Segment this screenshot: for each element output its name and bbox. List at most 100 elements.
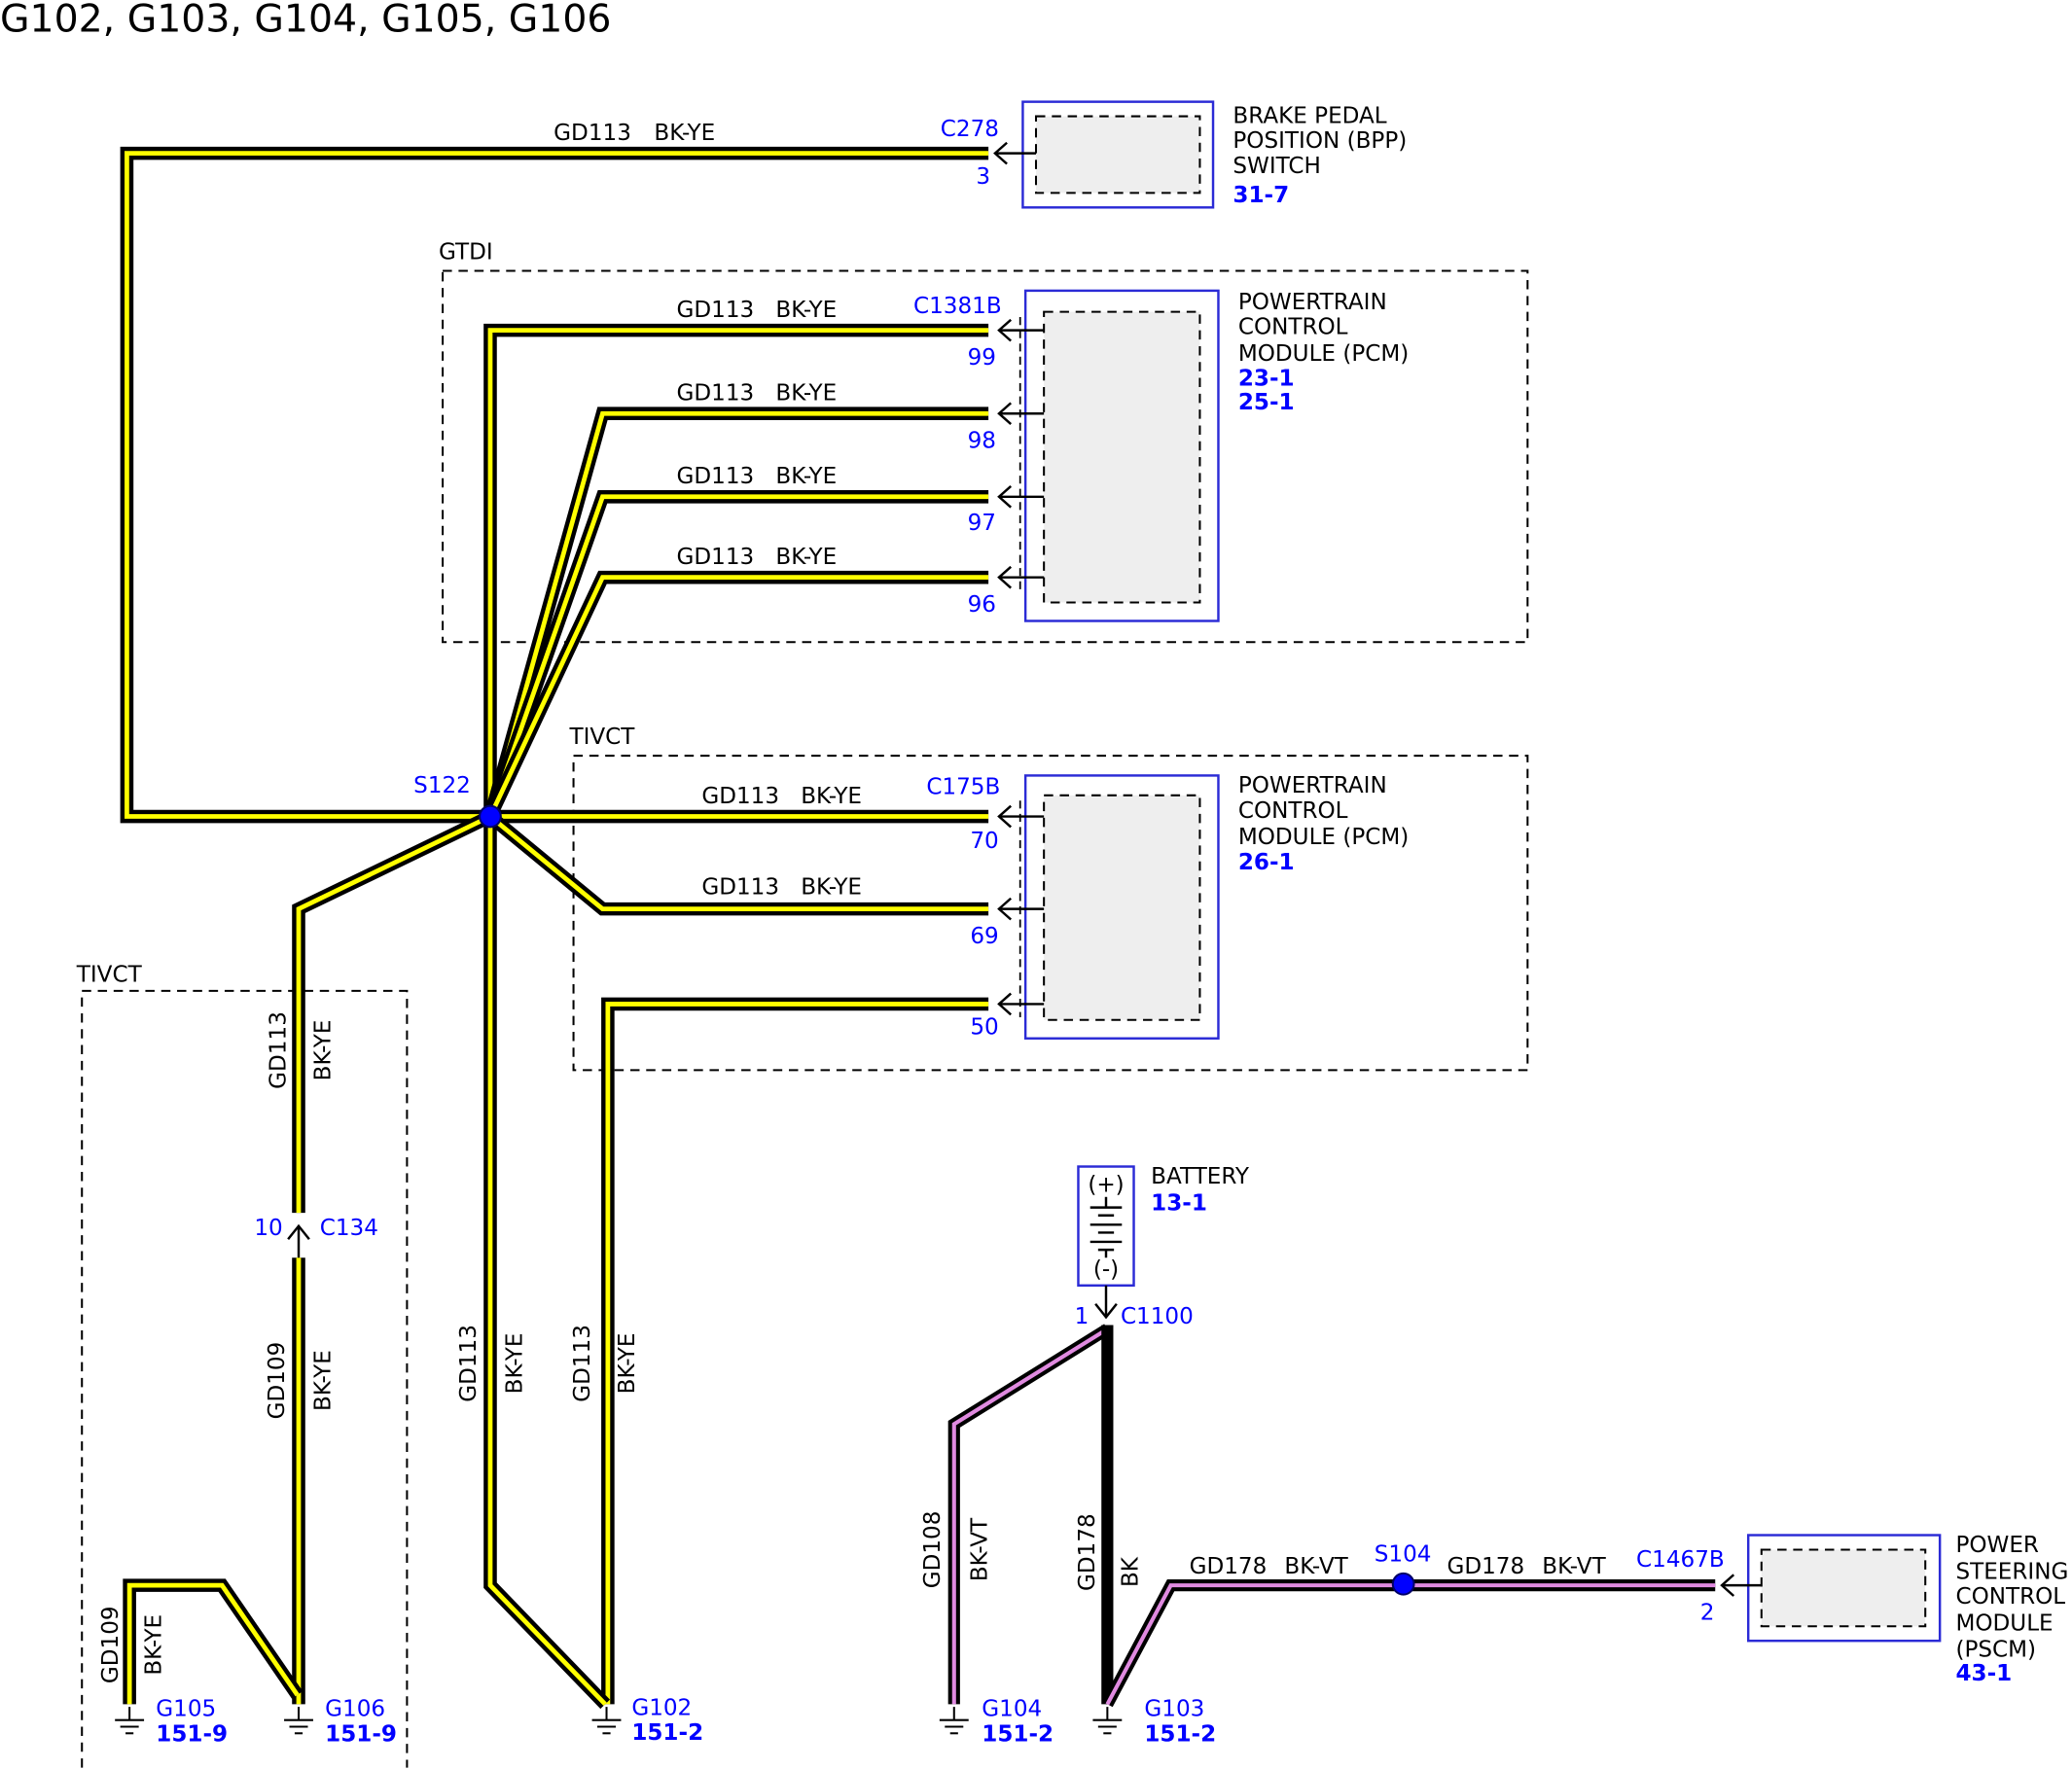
ground-name: G105 bbox=[156, 1697, 216, 1722]
zone-tivct-pcm-label: TIVCT bbox=[568, 725, 635, 750]
connector-c134-label: C134 bbox=[320, 1216, 378, 1241]
terminal-chevron bbox=[997, 485, 1013, 509]
page-reference: 25-1 bbox=[1238, 390, 1295, 415]
pscm: C1467B 2 POWER STEERING CONTROL MODULE (… bbox=[1636, 1533, 2068, 1686]
wire-pcm-pin-69-to-s122 bbox=[485, 811, 989, 916]
pcm-tivct: C175B 70 69 50 POWERTRAIN CONTROL MODULE… bbox=[926, 773, 1409, 1041]
wire-color-label: BK-YE bbox=[503, 1333, 528, 1395]
wire-circuit-label: GD109 bbox=[98, 1606, 124, 1683]
component-name-line: POWERTRAIN bbox=[1238, 290, 1387, 315]
pin-number: 10 bbox=[254, 1216, 282, 1241]
zone-gtdi-boundary bbox=[442, 269, 1529, 644]
wire-tracer-stripe bbox=[125, 151, 989, 819]
page-reference: 13-1 bbox=[1151, 1190, 1207, 1216]
splice-s104-node bbox=[1391, 1572, 1415, 1596]
ground-symbol-icon bbox=[115, 1707, 145, 1735]
wire-color-label: BK-YE bbox=[775, 464, 837, 489]
page-reference: 151-2 bbox=[982, 1721, 1054, 1747]
page-reference: 43-1 bbox=[1955, 1661, 2012, 1686]
wire-g105-to-g106 bbox=[123, 1578, 304, 1705]
component-name-line: MODULE (PCM) bbox=[1238, 341, 1409, 367]
connector-c1467b-label: C1467B bbox=[1636, 1547, 1725, 1573]
pin-number: 1 bbox=[1075, 1304, 1090, 1329]
wire-tracer-stripe bbox=[951, 1327, 1109, 1705]
page-reference: 151-9 bbox=[156, 1721, 228, 1747]
wire-color-label: BK-YE bbox=[775, 381, 837, 407]
wire-tracer-stripe bbox=[487, 494, 989, 818]
wire-color-label: BK-YE bbox=[801, 784, 862, 809]
wire-g103-to-s104 bbox=[1101, 1579, 1404, 1708]
wire-color-label: BK-YE bbox=[775, 545, 837, 570]
component-name-line: STEERING bbox=[1955, 1559, 2068, 1584]
ground-g102: G102 151-2 bbox=[591, 1695, 703, 1746]
wire-color-label: BK-VT bbox=[1284, 1554, 1348, 1579]
wire-pcm-pin-96-to-s122 bbox=[483, 570, 989, 820]
page-reference: 151-9 bbox=[325, 1721, 397, 1747]
connector-c1381b-label: C1381B bbox=[913, 294, 1002, 319]
wire-circuit-label: GD178 bbox=[1190, 1554, 1268, 1579]
wire-circuit-label: GD113 bbox=[570, 1325, 595, 1402]
zone-tivct-ground-boundary bbox=[81, 989, 409, 1768]
pin-number: 2 bbox=[1700, 1600, 1715, 1625]
wire-color-label: BK-YE bbox=[654, 121, 715, 146]
ground-g105: G105 151-9 bbox=[115, 1697, 228, 1747]
pin-number: 3 bbox=[976, 164, 990, 190]
wire-tracer-stripe bbox=[487, 575, 989, 818]
ground-g104: G104 151-2 bbox=[939, 1697, 1054, 1747]
wire-pcm-pin-50-to-g102 bbox=[601, 997, 989, 1705]
connector-c1100-label: C1100 bbox=[1121, 1304, 1194, 1329]
ground-name: G102 bbox=[631, 1695, 692, 1720]
battery-negative-terminal: (-) bbox=[1093, 1256, 1119, 1282]
pin-number: 99 bbox=[968, 345, 996, 371]
wire-circuit-label: GD108 bbox=[920, 1511, 946, 1589]
wire-circuit-label: GD113 bbox=[701, 875, 779, 901]
wire-pcm-pin-98-to-s122 bbox=[483, 407, 989, 819]
ground-name: G103 bbox=[1144, 1697, 1204, 1722]
zone-gtdi-label: GTDI bbox=[439, 239, 493, 265]
wire-color-label: BK-YE bbox=[615, 1333, 640, 1395]
ground-name: G106 bbox=[325, 1697, 385, 1722]
component-name-line: SWITCH bbox=[1232, 154, 1321, 179]
pin-number: 50 bbox=[970, 1015, 998, 1041]
terminal-chevron bbox=[997, 318, 1013, 342]
page-reference: 31-7 bbox=[1232, 183, 1289, 208]
component-name-line: MODULE (PCM) bbox=[1238, 825, 1409, 850]
ground-symbol-icon bbox=[1092, 1707, 1123, 1735]
wire-tracer-stripe bbox=[487, 410, 989, 818]
wire-circuit-label: GD113 bbox=[266, 1011, 291, 1089]
wire-circuit-label: GD113 bbox=[456, 1325, 482, 1402]
bpp-switch-body bbox=[1034, 115, 1201, 195]
connector-c175b-label: C175B bbox=[926, 774, 1000, 799]
wire-insulation bbox=[292, 810, 493, 1214]
wire-color-label: BK-YE bbox=[311, 1020, 337, 1081]
splice-s122-node bbox=[479, 804, 502, 829]
page-reference: 151-2 bbox=[631, 1720, 703, 1746]
splice-s104-label: S104 bbox=[1375, 1542, 1432, 1568]
inline-connector-c134: 10 C134 bbox=[254, 1216, 378, 1258]
wire-insulation bbox=[120, 146, 989, 824]
zone-tivct-ground-label: TIVCT bbox=[76, 962, 143, 987]
battery-positive-terminal: (+) bbox=[1088, 1172, 1124, 1197]
ground-name: G104 bbox=[982, 1697, 1042, 1722]
wire-s122-to-g102 bbox=[483, 816, 611, 1710]
component-name-line: POSITION (BPP) bbox=[1232, 128, 1407, 154]
wire-circuit-label: GD113 bbox=[677, 545, 755, 570]
wire-color-label: BK-VT bbox=[968, 1517, 993, 1581]
wire-circuit-label: GD113 bbox=[701, 784, 779, 809]
component-name-line: (PSCM) bbox=[1955, 1637, 2036, 1662]
component-name-line: CONTROL bbox=[1238, 798, 1348, 824]
wire-pcm-pin-99-to-s122 bbox=[483, 323, 989, 817]
component-name-line: CONTROL bbox=[1238, 315, 1348, 340]
wire-tracer-stripe bbox=[487, 328, 989, 817]
connector-c278-label: C278 bbox=[941, 117, 999, 142]
wire-tracer-stripe bbox=[488, 814, 989, 912]
page-reference: 26-1 bbox=[1238, 850, 1295, 875]
terminal-chevron bbox=[1094, 1303, 1118, 1320]
wire-tracer-stripe bbox=[296, 814, 492, 1214]
wire-insulation bbox=[601, 997, 989, 1705]
component-name-line: POWER bbox=[1955, 1533, 2039, 1558]
wire-insulation bbox=[483, 816, 611, 1710]
wire-pcm-pin-97-to-s122 bbox=[483, 490, 989, 819]
wire-tracer-stripe bbox=[487, 816, 607, 1707]
